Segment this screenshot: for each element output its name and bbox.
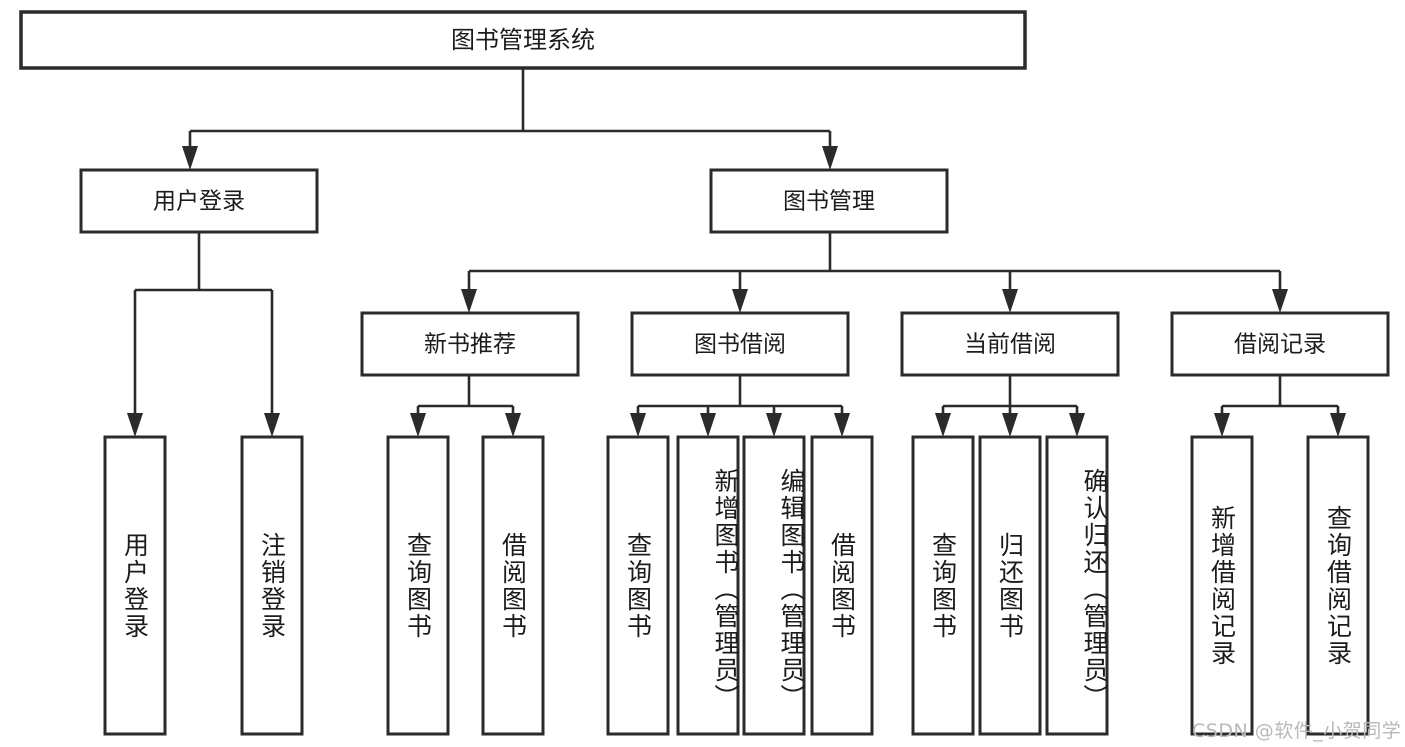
arrow-head-nb-query-book — [410, 413, 426, 437]
leaf-box-br-query-record[interactable] — [1306, 435, 1370, 736]
arrow-head-book-manage — [822, 146, 838, 170]
edge-group-root-to-level1 — [182, 68, 838, 170]
arrow-head-leaf-logout — [264, 413, 280, 437]
leaf-box-bb-borrow-book[interactable] — [810, 435, 874, 736]
leaf-boxes-current-borrow — [911, 435, 1109, 736]
leaf-boxes-new-book-recommend — [386, 435, 545, 736]
node-borrow-record-box[interactable] — [1170, 311, 1390, 377]
node-user-login-box[interactable] — [79, 168, 319, 234]
leaf-box-nb-query-book[interactable] — [386, 435, 450, 736]
leaf-box-user-login[interactable] — [103, 435, 167, 736]
edge-group-user-login-to-leaves — [127, 232, 280, 437]
node-root-system-label: 图书管理系统 — [451, 26, 595, 54]
node-current-borrow-label: 当前借阅 — [964, 332, 1056, 358]
node-borrow-record-label: 借阅记录 — [1234, 332, 1326, 358]
leaf-box-cb-query-book[interactable] — [911, 435, 975, 736]
arrow-head-user-login — [182, 146, 198, 170]
node-user-login[interactable]: 用户登录 — [79, 168, 319, 234]
arrow-head-cb-return-book — [1002, 413, 1018, 437]
node-book-manage-label: 图书管理 — [783, 189, 875, 215]
arrow-head-new-book-recommend — [461, 289, 477, 313]
arrow-head-bb-query-book — [630, 413, 646, 437]
edge-group-borrow-record-to-leaves — [1214, 375, 1346, 437]
leaf-boxes-user-login — [103, 435, 304, 736]
node-new-book-recommend-label: 新书推荐 — [424, 332, 516, 358]
leaf-box-cb-confirm-return[interactable] — [1045, 435, 1109, 736]
leaf-box-bb-edit-book[interactable] — [742, 435, 806, 736]
leaf-box-logout[interactable] — [240, 435, 304, 736]
node-user-login-label: 用户登录 — [153, 189, 245, 215]
arrow-head-current-borrow — [1002, 289, 1018, 313]
arrow-head-br-add-record — [1214, 413, 1230, 437]
leaf-boxes-borrow-record — [1190, 435, 1370, 736]
leaf-box-bb-add-book[interactable] — [676, 435, 740, 736]
node-book-borrow-label: 图书借阅 — [694, 332, 786, 358]
arrow-head-borrow-record — [1272, 289, 1288, 313]
arrow-head-bb-add-book — [700, 413, 716, 437]
arrow-head-cb-confirm-return — [1069, 413, 1085, 437]
csdn-watermark: CSDN @软件_小贺同学 — [1192, 720, 1402, 742]
node-book-borrow-box[interactable] — [630, 311, 850, 377]
edge-group-new-book-to-leaves — [410, 375, 521, 437]
edge-group-current-borrow-to-leaves — [935, 375, 1085, 437]
node-borrow-record[interactable]: 借阅记录 — [1170, 311, 1390, 377]
arrow-head-bb-edit-book — [766, 413, 782, 437]
node-book-manage-box[interactable] — [709, 168, 949, 234]
arrow-head-br-query-record — [1330, 413, 1346, 437]
arrow-head-nb-borrow-book — [505, 413, 521, 437]
leaf-boxes-book-borrow — [606, 435, 874, 736]
arrow-head-book-borrow — [732, 289, 748, 313]
arrow-head-cb-query-book — [935, 413, 951, 437]
node-root-system[interactable]: 图书管理系统 — [19, 10, 1027, 70]
node-book-manage[interactable]: 图书管理 — [709, 168, 949, 234]
leaf-box-cb-return-book[interactable] — [978, 435, 1042, 736]
node-new-book-recommend[interactable]: 新书推荐 — [360, 311, 580, 377]
node-root-system-box[interactable] — [19, 10, 1027, 70]
arrow-head-leaf-user-login — [127, 413, 143, 437]
edge-group-book-borrow-to-leaves — [630, 375, 850, 437]
node-current-borrow[interactable]: 当前借阅 — [900, 311, 1120, 377]
edge-group-booksystem-to-level2 — [461, 232, 1288, 313]
node-new-book-recommend-box[interactable] — [360, 311, 580, 377]
leaf-box-nb-borrow-book[interactable] — [481, 435, 545, 736]
node-current-borrow-box[interactable] — [900, 311, 1120, 377]
arrow-head-bb-borrow-book — [834, 413, 850, 437]
leaf-box-bb-query-book[interactable] — [606, 435, 670, 736]
leaf-box-br-add-record[interactable] — [1190, 435, 1254, 736]
node-book-borrow[interactable]: 图书借阅 — [630, 311, 850, 377]
